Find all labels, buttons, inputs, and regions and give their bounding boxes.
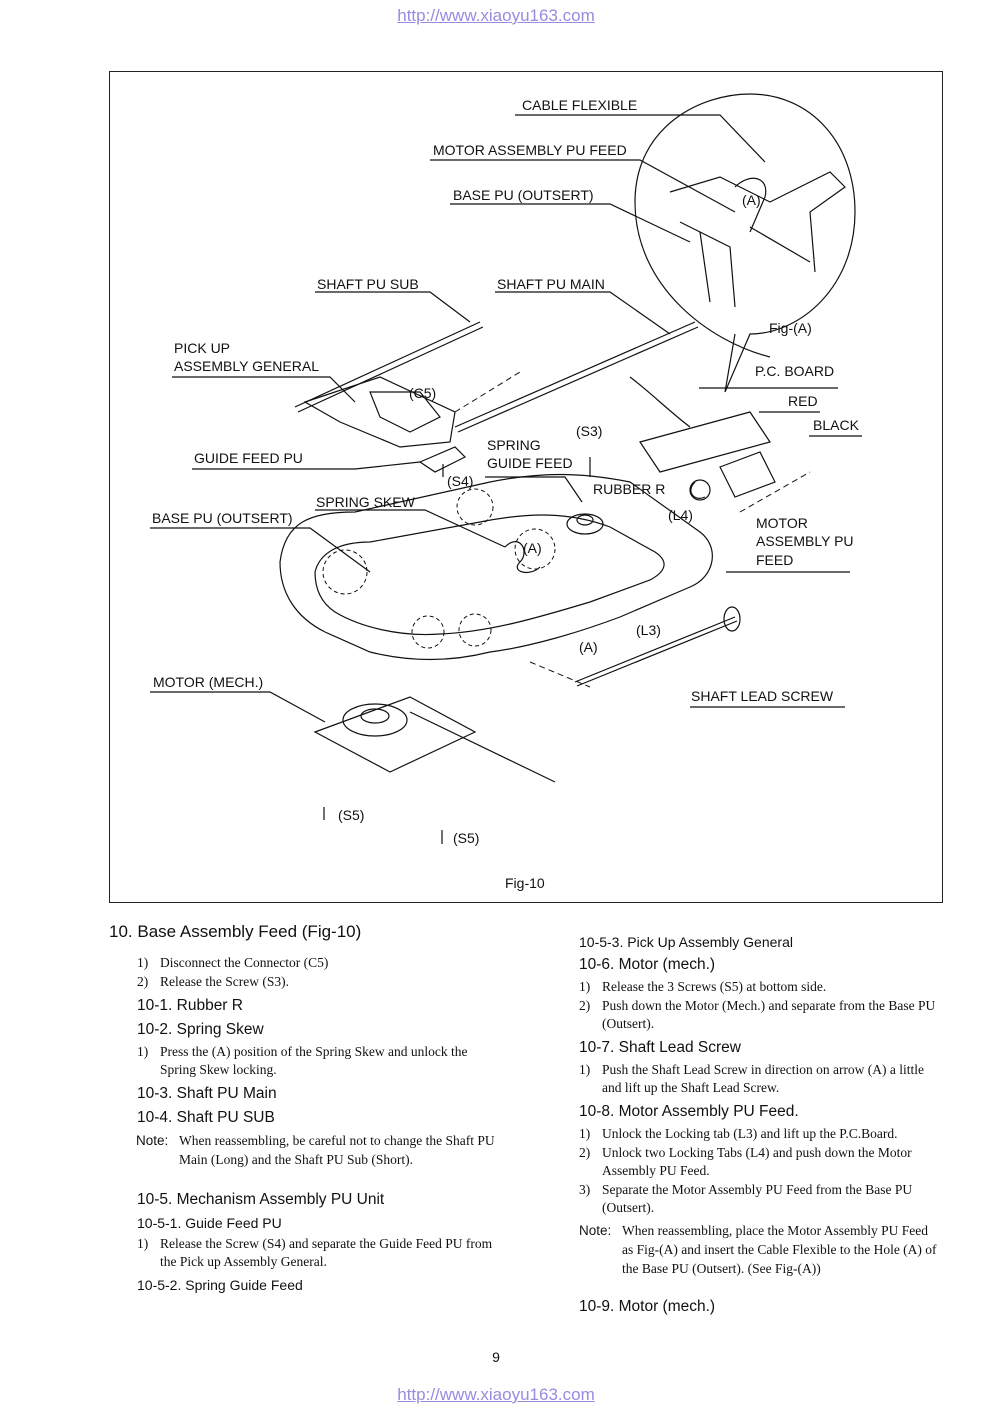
label-spring-skew: SPRING SKEW [316,494,416,510]
shaft-pu-main [454,321,699,433]
step-item: 2)Release the Screw (S3). [137,974,289,989]
label-shaft-pu-main: SHAFT PU MAIN [497,276,605,292]
heading-10-5-3: 10-5-3. Pick Up Assembly General [579,934,793,950]
label-inset-a: (A) [742,192,761,208]
label-c5: (C5) [409,385,436,401]
step-item: 1)Release the 3 Screws (S5) at bottom si… [579,979,827,994]
label-shaft-pu-sub: SHAFT PU SUB [317,276,419,292]
figure-frame: CABLE FLEXIBLE MOTOR ASSEMBLY PU FEED BA… [109,71,943,903]
step-item: 2)Push down the Motor (Mech.) and separa… [579,998,936,1031]
step-item: 1)Push the Shaft Lead Screw in direction… [579,1062,925,1095]
label-motor-feed-3: FEED [756,552,793,568]
header-url[interactable]: http://www.xiaoyu163.com [397,6,595,25]
page-number: 9 [492,1349,500,1365]
base-chassis [279,473,713,661]
motor-feed [690,451,776,499]
heading-10-4: 10-4. Shaft PU SUB [137,1109,275,1126]
step-item: 3)Separate the Motor Assembly PU Feed fr… [579,1182,913,1215]
label-base-pu-outsert: BASE PU (OUTSERT) [152,510,293,526]
inset-caption: Fig-(A) [769,320,812,336]
heading-10-5: 10-5. Mechanism Assembly PU Unit [137,1191,385,1208]
heading-10-3: 10-3. Shaft PU Main [137,1085,277,1102]
label-s5-right: (S5) [453,830,479,846]
heading-10-5-1: 10-5-1. Guide Feed PU [137,1215,282,1231]
label-rubber-r: RUBBER R [593,481,665,497]
label-l4: (L4) [668,507,693,523]
shaft-pu-sub [294,321,484,413]
heading-10-2: 10-2. Spring Skew [137,1021,264,1038]
right-column: 10-5-3. Pick Up Assembly General 10-6. M… [579,928,939,1320]
heading-10-1: 10-1. Rubber R [137,997,243,1014]
label-cable-flexible: CABLE FLEXIBLE [522,97,637,113]
note-10-4: Note:When reassembling, be careful not t… [136,1133,495,1167]
label-shaft-lead-screw: SHAFT LEAD SCREW [691,688,834,704]
label-a-low: (A) [579,639,598,655]
heading-10-9: 10-9. Motor (mech.) [579,1298,716,1315]
label-spring-1: SPRING [487,437,541,453]
figure-caption: Fig-10 [505,875,545,891]
label-s3: (S3) [576,423,602,439]
label-red: RED [788,393,818,409]
label-pick-up-1: PICK UP [174,340,230,356]
note-10-8: Note:When reassembling, place the Motor … [579,1223,937,1276]
label-motor-feed-2: ASSEMBLY PU [756,533,854,549]
exploded-diagram: CABLE FLEXIBLE MOTOR ASSEMBLY PU FEED BA… [150,93,862,891]
heading-10-8: 10-8. Motor Assembly PU Feed. [579,1103,799,1120]
pc-board [639,411,771,473]
label-s5-left: (S5) [338,807,364,823]
label-motor-feed-1: MOTOR [756,515,808,531]
label-pick-up-2: ASSEMBLY GENERAL [174,358,319,374]
footer-url[interactable]: http://www.xiaoyu163.com [397,1385,595,1404]
label-black: BLACK [813,417,860,433]
step-item: 1)Release the Screw (S4) and separate th… [137,1236,493,1269]
label-pc-board: P.C. BOARD [755,363,834,379]
label-a-mid: (A) [523,540,542,556]
section-title: 10. Base Assembly Feed (Fig-10) [109,922,362,941]
heading-10-6: 10-6. Motor (mech.) [579,956,716,973]
step-item: 1)Disconnect the Connector (C5) [137,955,329,970]
step-item: 2)Unlock two Locking Tabs (L4) and push … [579,1145,912,1178]
label-motor-assembly-pu-feed-top: MOTOR ASSEMBLY PU FEED [433,142,627,158]
heading-10-5-2: 10-5-2. Spring Guide Feed [137,1277,303,1293]
label-l3: (L3) [636,622,661,638]
step-item: 1)Press the (A) position of the Spring S… [137,1044,468,1077]
label-motor-mech: MOTOR (MECH.) [153,674,263,690]
pickup-assembly [303,376,456,448]
left-column: 10. Base Assembly Feed (Fig-10) 1)Discon… [109,922,509,1297]
label-s4: (S4) [447,473,473,489]
inset-callout [634,93,856,393]
label-base-pu-outsert-top: BASE PU (OUTSERT) [453,187,594,203]
step-item: 1)Unlock the Locking tab (L3) and lift u… [579,1126,898,1141]
label-guide-feed-pu: GUIDE FEED PU [194,450,303,466]
label-spring-2: GUIDE FEED [487,455,573,471]
lead-screw [574,616,738,687]
heading-10-7: 10-7. Shaft Lead Screw [579,1039,741,1056]
